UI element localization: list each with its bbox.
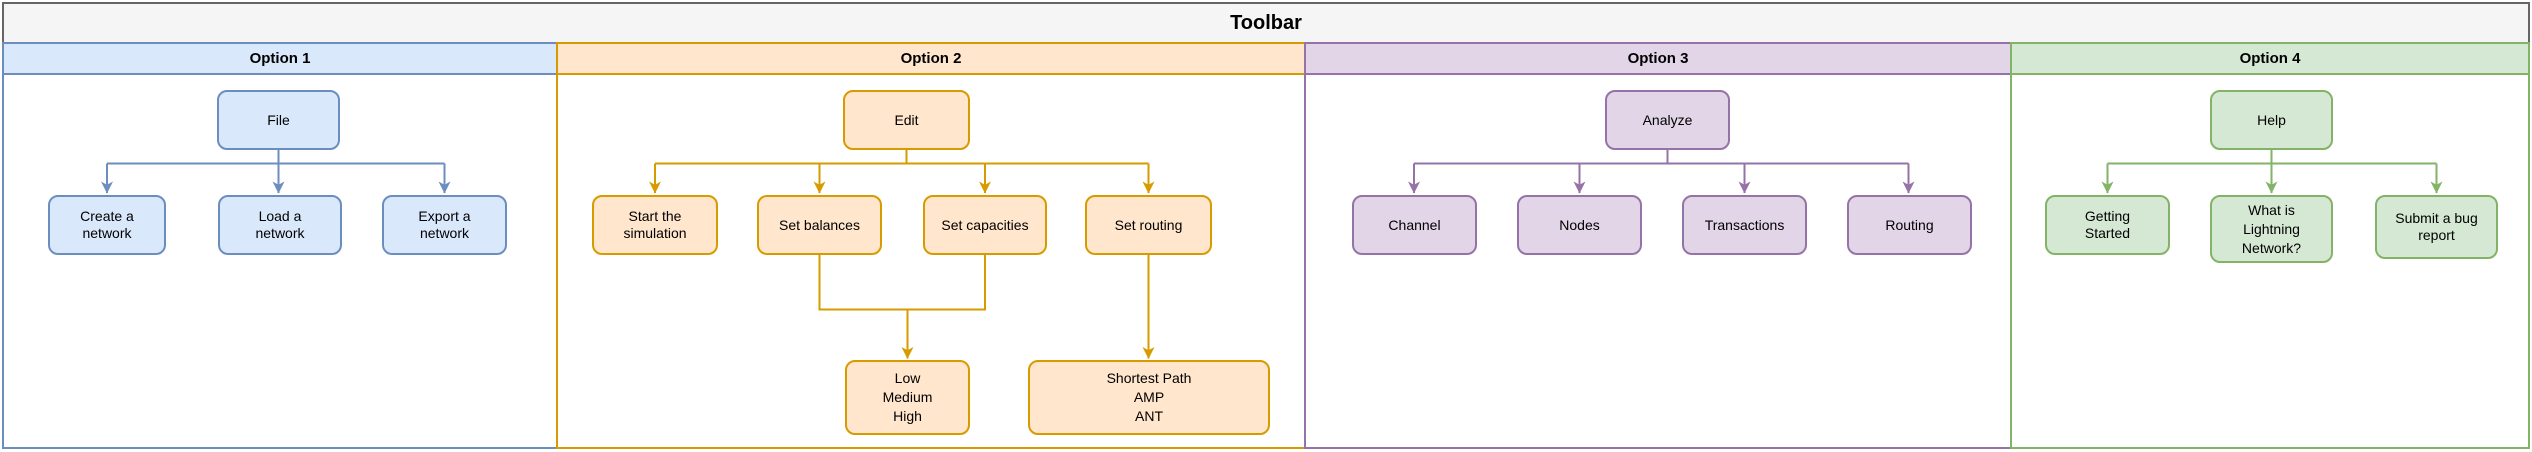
- node-label-line: Submit a bug: [2395, 210, 2478, 226]
- swimlane-title: Option 2: [900, 50, 962, 67]
- node-label-line: Nodes: [1559, 216, 1600, 233]
- node-label-line: Transactions: [1704, 216, 1785, 233]
- node-label-line: AMP: [1133, 389, 1165, 405]
- swimlane-header-option-1: Option 1: [4, 44, 556, 75]
- node-label-line: What is: [2248, 201, 2295, 218]
- node-label-line: Export a: [418, 208, 471, 224]
- node-label-line: ANT: [1135, 408, 1163, 424]
- node-label-line: report: [2418, 227, 2455, 243]
- swimlane-header-option-4: Option 4: [2012, 44, 2528, 75]
- toolbar-title: Toolbar: [1230, 12, 1302, 34]
- node-label-line: Network?: [2241, 239, 2302, 256]
- node-edit: Edit: [843, 90, 970, 150]
- node-channel: Channel: [1352, 195, 1477, 255]
- node-label-line: High: [893, 408, 922, 424]
- node-label-line: Set routing: [1114, 216, 1183, 233]
- node-label-line: network: [255, 225, 305, 241]
- node-label-line: Routing: [1885, 216, 1934, 233]
- node-label-line: network: [419, 225, 470, 241]
- node-label-line: Shortest Path: [1106, 370, 1192, 386]
- node-label-line: Help: [2257, 111, 2286, 128]
- node-label-line: Set balances: [779, 216, 860, 233]
- swimlane-title: Option 1: [249, 50, 311, 67]
- node-label-line: network: [82, 225, 132, 241]
- node-label-line: Low: [894, 370, 921, 386]
- node-routing: Routing: [1847, 195, 1972, 255]
- swimlane-title: Option 3: [1627, 50, 1689, 67]
- node-label-line: Load a: [258, 208, 302, 224]
- node-label-line: simulation: [623, 225, 687, 241]
- node-label-line: File: [267, 111, 290, 128]
- node-label-line: Edit: [894, 111, 919, 128]
- node-set-balances: Set balances: [757, 195, 882, 255]
- node-transactions: Transactions: [1682, 195, 1807, 255]
- swimlane-title: Option 4: [2239, 50, 2301, 67]
- swimlane-header-option-3: Option 3: [1306, 44, 2010, 75]
- node-label-line: Getting: [2084, 208, 2131, 224]
- node-nodes: Nodes: [1517, 195, 1642, 255]
- node-label-line: Start the: [628, 208, 682, 224]
- node-analyze: Analyze: [1605, 90, 1730, 150]
- node-label-line: Analyze: [1642, 111, 1693, 128]
- node-set-capacities: Set capacities: [923, 195, 1047, 255]
- node-label-line: Started: [2084, 225, 2131, 241]
- swimlane-header-option-2: Option 2: [558, 44, 1304, 75]
- node-label-line: Lightning: [2243, 220, 2300, 237]
- node-label-line: Set capacities: [941, 216, 1029, 233]
- node-set-routing: Set routing: [1085, 195, 1212, 255]
- node-label-line: Channel: [1388, 216, 1441, 233]
- node-file: File: [217, 90, 340, 150]
- node-label-line: Medium: [882, 389, 933, 405]
- toolbar-title-band: Toolbar: [4, 4, 2528, 44]
- node-label-line: Create a: [80, 208, 134, 224]
- node-help: Help: [2210, 90, 2333, 150]
